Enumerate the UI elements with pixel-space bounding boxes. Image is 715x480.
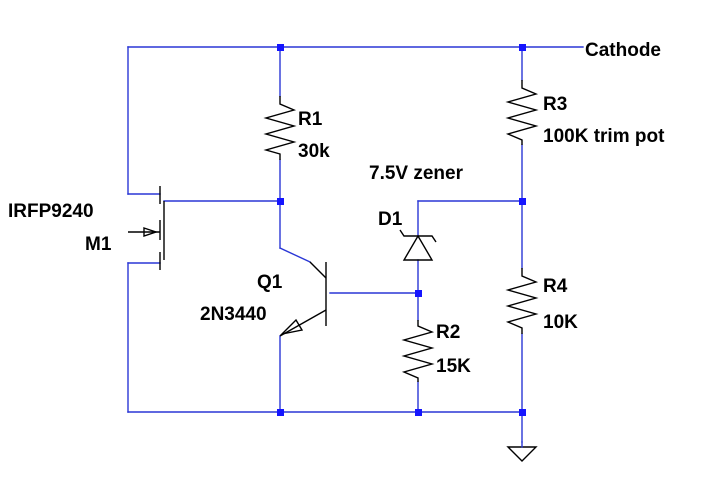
resistor-r2 [401,320,435,382]
d1-value-label: 7.5V zener [369,163,464,184]
zener-triangle [402,234,434,261]
junction-base [415,290,422,297]
q1-emitter-lead [279,309,327,337]
r4-ref-label: R4 [543,276,568,297]
q1-ref-label: Q1 [257,272,283,293]
q1-collector-lead [309,261,327,279]
junction-bottom-q1 [277,409,284,416]
resistor-r1 [263,96,297,160]
r3-ref-label: R3 [543,94,567,115]
r3-value-label: 100K trim pot [543,126,665,147]
junction-top-r3 [519,44,526,51]
q1-emitter-arrow [279,318,304,336]
r1-ref-label: R1 [298,109,323,130]
junction-bottom-r2 [415,409,422,416]
ground-symbol [506,446,538,462]
wire-q1-collector [279,247,311,263]
mosfet-m1 [128,186,165,270]
junction-r3-r4 [519,198,526,205]
r1-value-label: 30k [298,141,330,162]
r4-value-label: 10K [543,312,578,333]
junction-bottom-r4 [519,409,526,416]
r2-value-label: 15K [436,356,471,377]
r2-ref-label: R2 [436,322,460,343]
net-label-cathode: Cathode [585,40,661,61]
junction-top-r1 [277,44,284,51]
junction-gate [277,198,284,205]
resistor-r4 [505,268,539,334]
m1-ref-label: M1 [85,234,112,255]
m1-value-label: IRFP9240 [8,201,94,222]
zener-diode-d1 [399,229,437,261]
d1-ref-label: D1 [378,209,403,230]
m1-body-arrow [143,227,159,237]
junctions [277,44,526,416]
q1-value-label: 2N3440 [200,304,267,325]
resistor-r3 [505,80,539,145]
wires [127,46,584,443]
transistor-q1 [279,261,327,337]
